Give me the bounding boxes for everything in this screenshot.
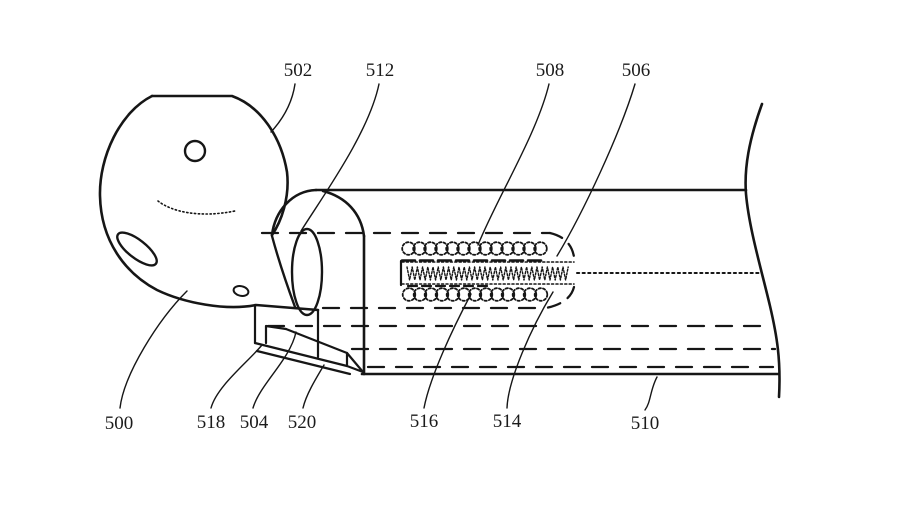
leader-504	[252, 331, 297, 409]
tube-arch-inner	[321, 189, 366, 238]
earbud-stem-left-edge	[270, 234, 297, 309]
label-508: 508	[536, 60, 565, 81]
tube-arch-outer	[270, 188, 318, 237]
bore-end-top-corner	[548, 231, 576, 259]
leader-516	[423, 293, 472, 409]
label-510: 510	[631, 413, 660, 434]
stem-end-ellipse	[290, 227, 324, 317]
plate-end-tip	[345, 351, 365, 374]
leader-518	[210, 344, 263, 409]
label-516: 516	[410, 411, 439, 432]
bore-end-bottom-corner	[544, 285, 576, 310]
sensor-hole	[183, 139, 207, 163]
plate-bottom-edge	[255, 349, 352, 376]
case-tube	[260, 102, 781, 399]
label-520: 520	[288, 412, 317, 433]
smile-texture	[157, 200, 236, 215]
leader-508	[477, 83, 550, 246]
label-518: 518	[197, 412, 226, 433]
leader-502	[270, 83, 296, 133]
coil-top-turns	[401, 241, 548, 256]
label-514: 514	[493, 411, 522, 432]
tube-break-line	[744, 102, 781, 399]
leader-500	[119, 290, 188, 409]
earbud-body	[98, 94, 365, 376]
coil-assembly	[399, 241, 575, 302]
label-504: 504	[240, 412, 269, 433]
microphone-slot	[116, 231, 158, 267]
leader-506	[556, 83, 636, 257]
earbud-head-outline-right	[150, 94, 289, 237]
label-512: 512	[366, 60, 395, 81]
earbud-head-outline-left-bottom	[98, 94, 320, 312]
leader-lines	[119, 83, 658, 411]
step-notch	[264, 324, 288, 345]
winding-zigzag	[406, 266, 569, 281]
label-506: 506	[622, 60, 651, 81]
label-502: 502	[284, 60, 313, 81]
leader-512	[300, 83, 380, 232]
leader-514	[506, 291, 554, 409]
plate-mid-edge	[253, 341, 349, 368]
leader-510	[644, 376, 658, 411]
leader-520	[302, 364, 325, 409]
label-500: 500	[105, 413, 134, 434]
coil-bottom-turns	[401, 287, 549, 302]
vent-dot	[232, 285, 250, 297]
